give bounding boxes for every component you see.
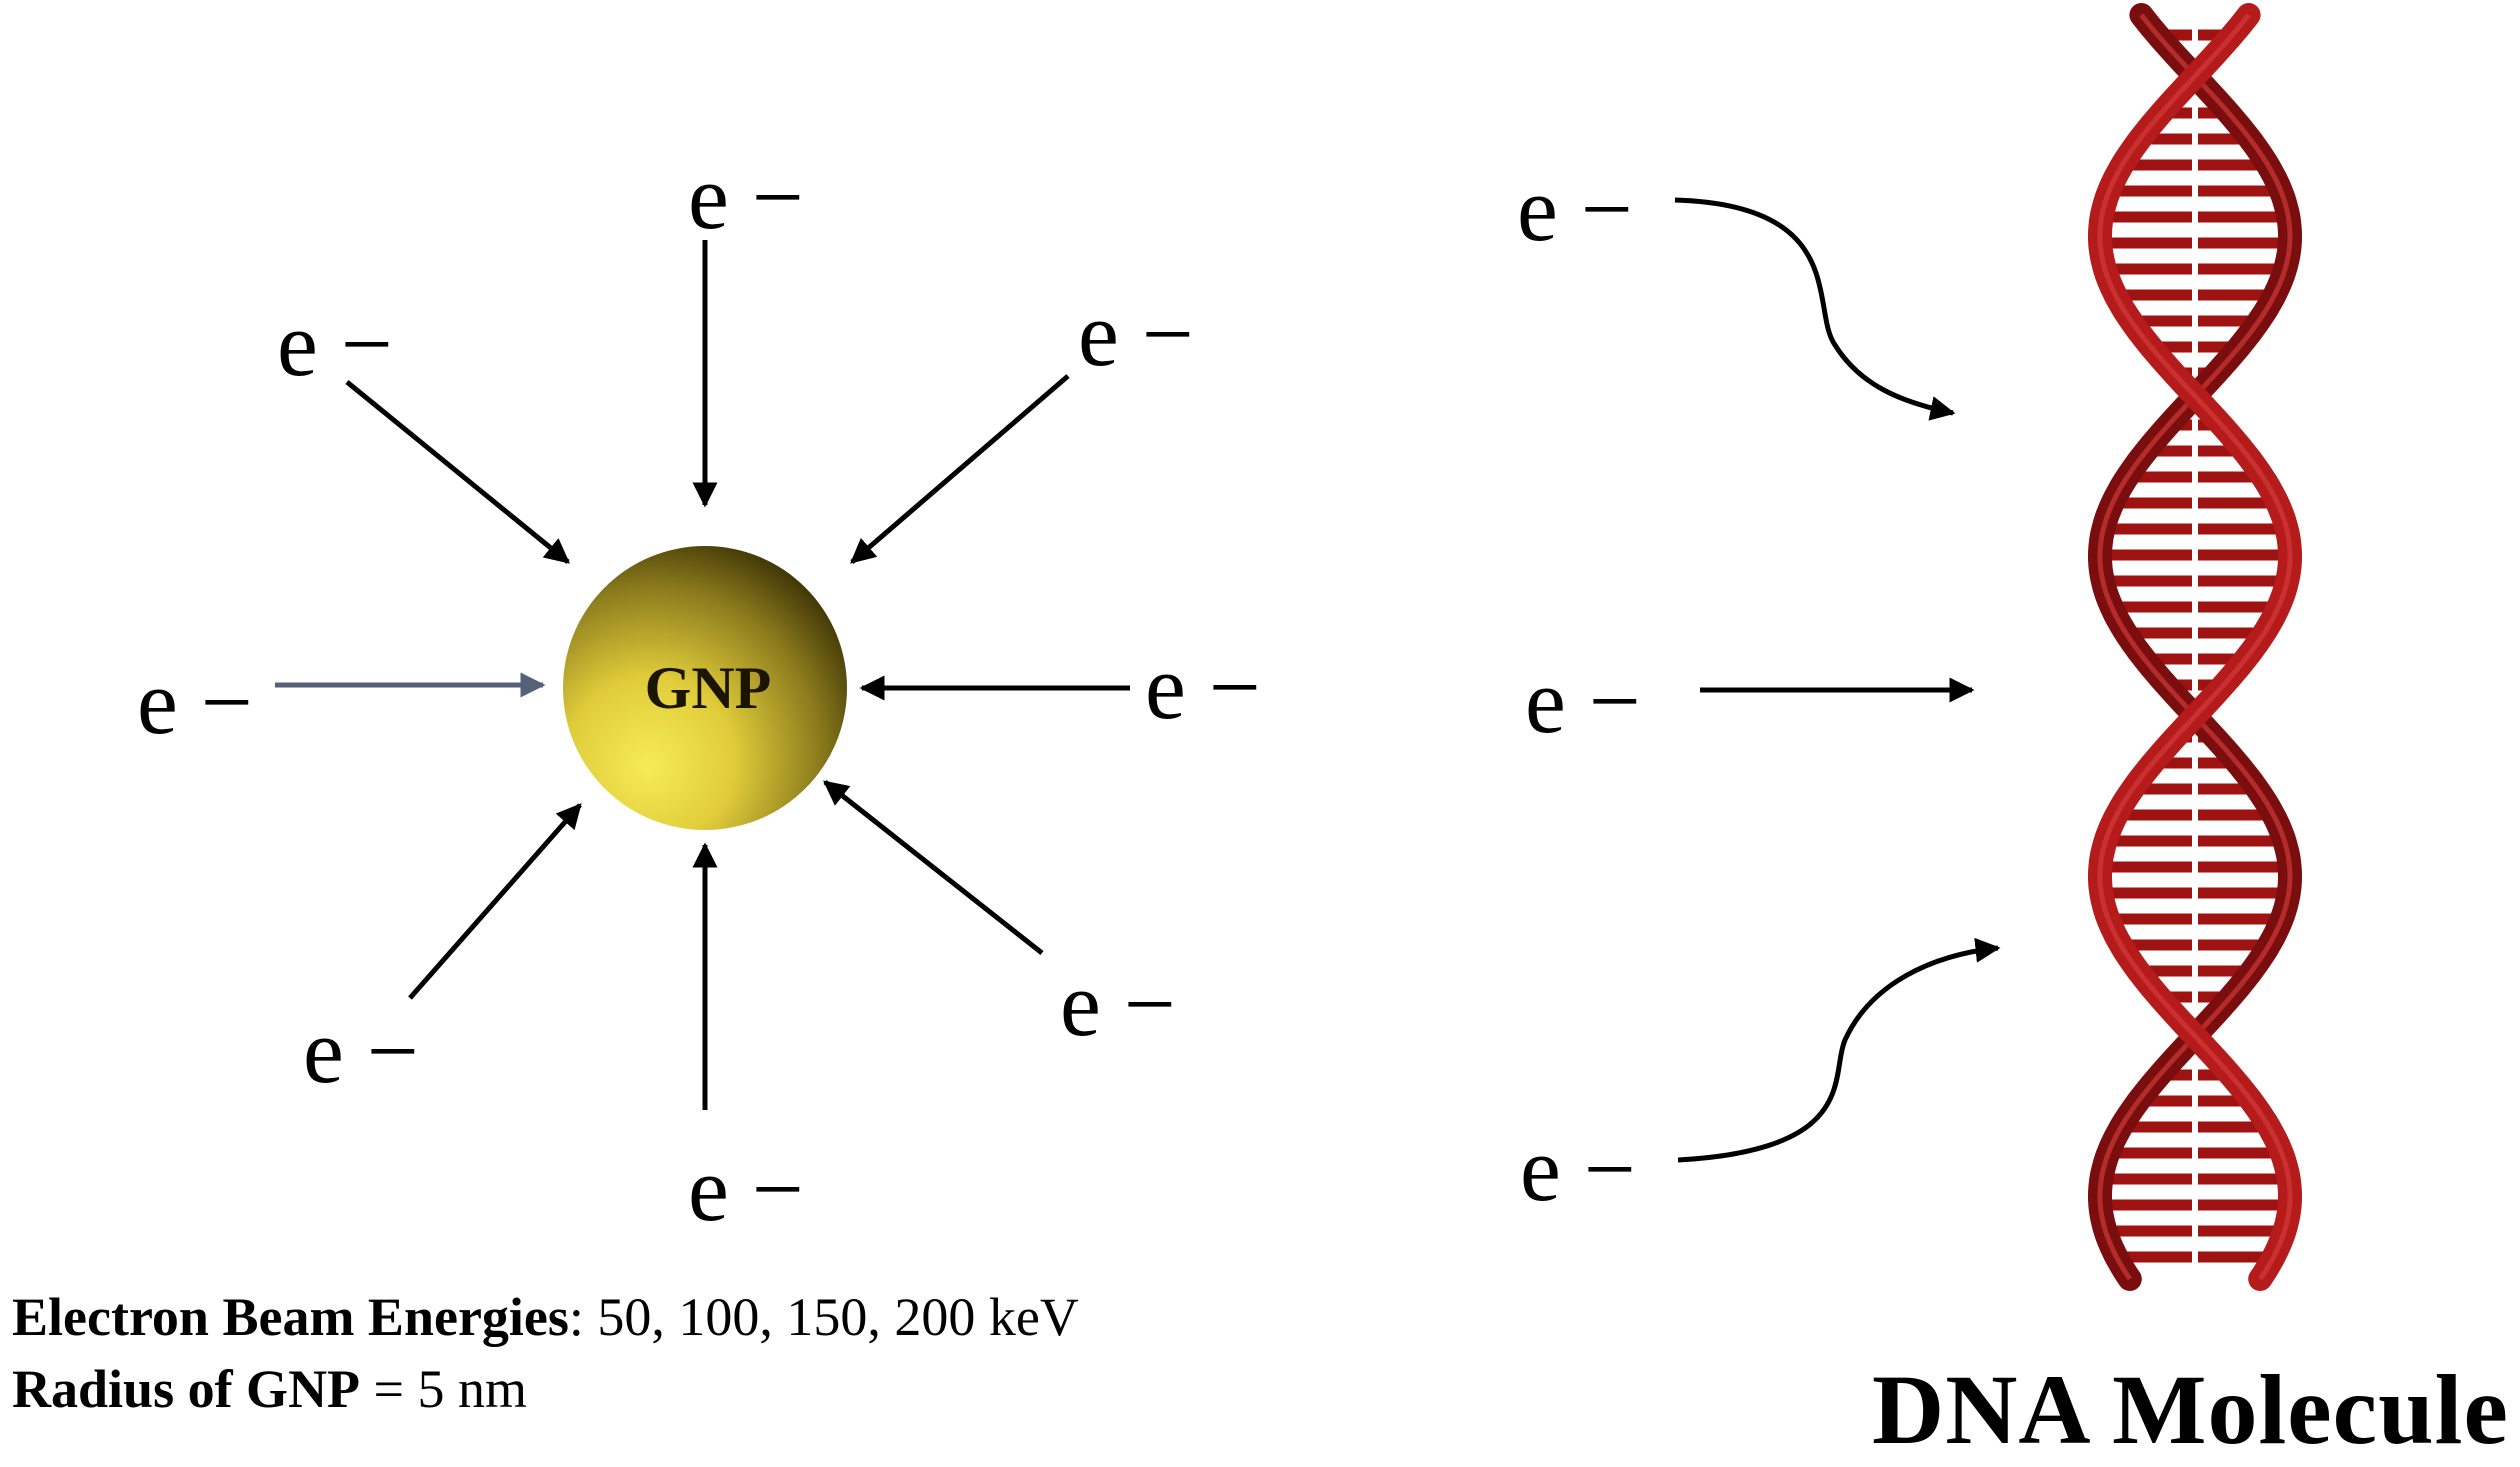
electron-label-dna-middle: e − (1525, 650, 1641, 752)
electron-label-bottom-right: e − (1060, 953, 1176, 1055)
info-electron-beam-energies: Electron Beam Energies: 50, 100, 150, 20… (12, 1290, 1079, 1344)
gnp-sphere: GNP (563, 546, 847, 830)
dna-molecule-label: DNA Molecule (1872, 1354, 2509, 1465)
arrow-top-left (345, 380, 570, 564)
info-radius-value: = 5 nm (360, 1359, 528, 1419)
electron-label-top-right: e − (1078, 283, 1194, 385)
electron-label-right: e − (1145, 636, 1261, 738)
info-radius-key: Radius of GNP (12, 1359, 361, 1419)
info-energies-key: Electron Beam Energies (12, 1287, 569, 1347)
gnp-label: GNP (645, 655, 772, 721)
electron-label-top: e − (688, 146, 804, 248)
arrow-bottom-left (408, 803, 582, 1000)
info-energies-value: : 50, 100, 150, 200 keV (568, 1287, 1079, 1347)
electron-label-dna-top: e − (1517, 158, 1633, 260)
dna-helix (2088, 3, 2302, 1291)
electron-label-bottom: e − (688, 1138, 804, 1240)
arrow-top-right (850, 374, 1070, 564)
info-radius-of-gnp: Radius of GNP = 5 nm (12, 1362, 527, 1416)
electron-label-top-left: e − (277, 293, 393, 395)
electron-label-dna-bottom: e − (1520, 1118, 1636, 1220)
arrow-bottom-right (823, 780, 1044, 955)
dna-backbone-highlight (2097, 13, 2293, 1281)
electron-label-bottom-left: e − (303, 1000, 419, 1102)
arrow-dna-bottom-curved (1677, 937, 2001, 1163)
electron-label-left: e − (137, 651, 253, 753)
arrow-dna-top-curved (1674, 197, 1956, 421)
dna-backbone-highlight (2097, 13, 2293, 1281)
